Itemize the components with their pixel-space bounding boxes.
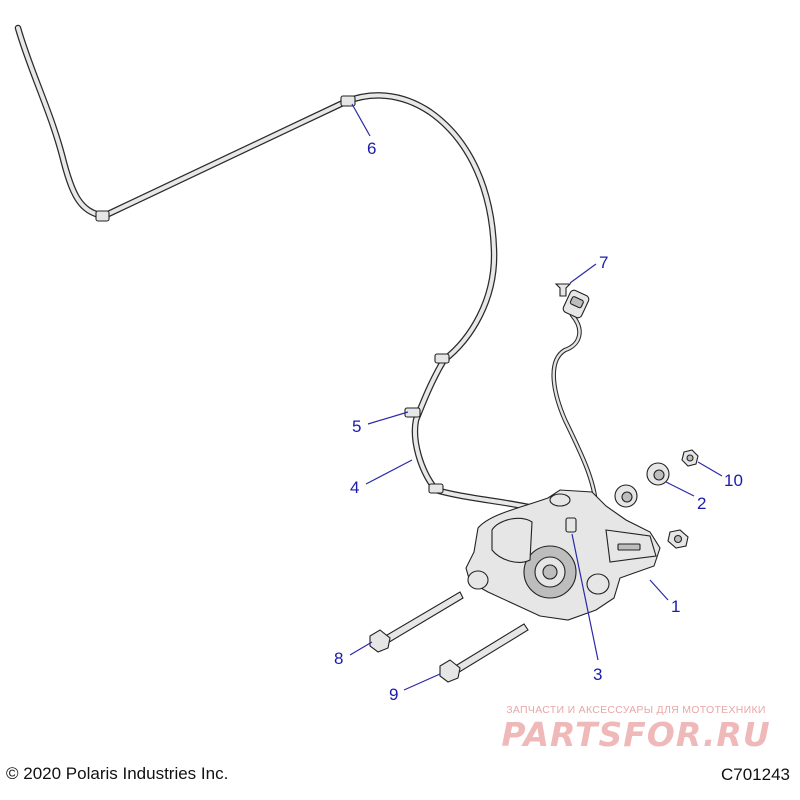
watermark-logo: ЗАПЧАСТИ И АКСЕССУАРЫ ДЛЯ МОТОТЕХНИКИ PA…: [486, 704, 786, 754]
leader-8: [349, 641, 373, 656]
callout-8: 8: [334, 649, 343, 668]
vent-hose: [14, 24, 579, 532]
nut-10a: [681, 449, 699, 467]
leader-10: [697, 461, 723, 477]
sensor-wire: [551, 312, 599, 521]
callout-6: 6: [367, 139, 376, 158]
hose-tie-mid: [434, 353, 450, 364]
callout-3: 3: [593, 665, 602, 684]
hose-clip-left: [95, 210, 110, 222]
watermark-tagline: ЗАПЧАСТИ И АКСЕССУАРЫ ДЛЯ МОТОТЕХНИКИ: [506, 704, 766, 716]
callout-9: 9: [389, 685, 398, 704]
push-rivet-7: [554, 283, 572, 297]
leader-2: [665, 481, 695, 497]
callout-2: 2: [697, 494, 706, 513]
hose-clip-upper: [340, 95, 356, 107]
callout-4: 4: [350, 478, 359, 497]
nut-10b: [667, 529, 689, 549]
callout-7: 7: [599, 253, 608, 272]
hose-tie-lower: [428, 483, 444, 494]
bolt-8: [369, 591, 464, 653]
leader-lines: [349, 103, 723, 691]
bolt-9: [439, 623, 529, 683]
leader-4: [365, 459, 413, 485]
copyright-text: © 2020 Polaris Industries Inc.: [6, 764, 229, 783]
bushing-2a: [646, 462, 670, 486]
drawing-number: C701243: [720, 765, 790, 784]
connector: [562, 289, 590, 319]
leader-6: [351, 103, 371, 137]
leader-1: [649, 579, 669, 601]
leader-7: [569, 263, 597, 284]
front-gearcase: [465, 489, 661, 621]
leader-3: [571, 533, 599, 661]
callout-1: 1: [671, 597, 680, 616]
bushing-2b: [614, 484, 638, 508]
watermark-brand: PARTSFOR.RU: [501, 715, 771, 754]
callout-5: 5: [352, 417, 361, 436]
callout-10: 10: [724, 471, 743, 490]
leader-9: [403, 673, 441, 691]
leader-5: [367, 411, 409, 425]
